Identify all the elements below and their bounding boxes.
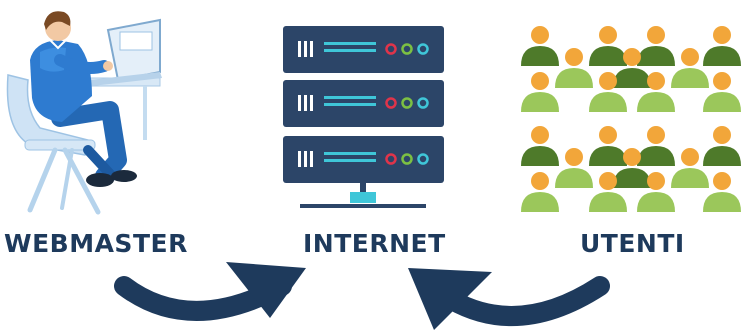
user-figure — [613, 48, 651, 88]
webmaster-icon — [6, 11, 162, 215]
user-figure — [589, 172, 627, 212]
arrow-utenti-to-internet-icon — [408, 268, 610, 330]
user-figure — [521, 172, 559, 212]
server-unit-1 — [283, 26, 444, 73]
user-figure — [555, 48, 593, 88]
users-icon — [521, 26, 741, 212]
user-figure — [671, 148, 709, 188]
internet-label: INTERNET — [303, 229, 446, 258]
user-figure — [703, 172, 741, 212]
user-figure — [637, 126, 675, 166]
user-figure — [703, 126, 741, 166]
user-figure — [703, 26, 741, 66]
utenti-label: UTENTI — [580, 229, 685, 258]
user-figure — [589, 26, 627, 66]
user-figure — [521, 72, 559, 112]
user-figure — [555, 148, 593, 188]
server-unit-2 — [283, 80, 444, 127]
user-figure — [671, 48, 709, 88]
user-figure — [637, 172, 675, 212]
user-figure — [589, 126, 627, 166]
user-figure — [521, 126, 559, 166]
user-figure — [613, 148, 651, 188]
user-figure — [589, 72, 627, 112]
user-figure — [521, 26, 559, 66]
user-figure — [703, 72, 741, 112]
user-figure — [637, 72, 675, 112]
server-icon — [283, 26, 444, 208]
user-figure — [637, 26, 675, 66]
arrow-webmaster-to-internet-icon — [114, 262, 306, 321]
server-unit-3 — [283, 136, 444, 183]
webmaster-label: WEBMASTER — [4, 229, 188, 258]
